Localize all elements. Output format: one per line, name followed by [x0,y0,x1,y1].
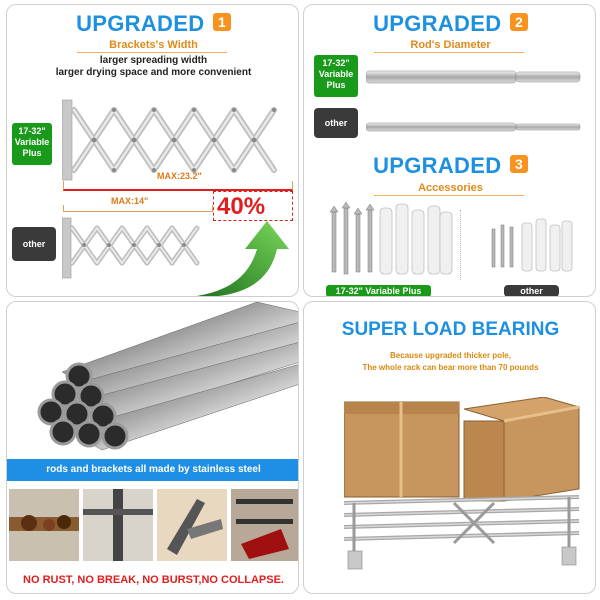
brackets-width-panel: UPGRADED 1 Brackets's Width larger sprea… [6,4,299,297]
percent-increase: 40% [217,193,266,220]
variable-plus-tag: 17-32" Variable Plus [12,123,52,165]
stainless-tubes-illustration [37,302,298,451]
broken-rack-photo [83,489,153,561]
growth-arrow-icon [196,221,289,296]
panel2-heading-accessories: UPGRADED 3 [304,153,595,179]
max-lower-label: MAX:14" [111,196,149,206]
no-rust-slogan: NO RUST, NO BREAK, NO BURST,NO COLLAPSE. [23,574,284,586]
max-upper-bracket-line [63,181,293,191]
collapsed-rack-photo [231,489,298,561]
accessories-divider [460,210,461,280]
accessories-subtitle: Accessories [418,182,483,194]
upgraded-title: UPGRADED [373,11,502,36]
extended-bracket-illustration [62,99,277,181]
max-upper-label: MAX:23.2" [157,171,202,181]
other-tag: other [314,108,358,138]
boxes-on-rack-illustration [344,397,580,570]
number-badge: 2 [509,13,528,31]
upgraded-title: UPGRADED [76,11,205,36]
load-bearing-title: SUPER LOAD BEARING [341,319,560,340]
other-tag: other [12,227,56,261]
subtitle-underline [77,52,227,53]
rod-comparison-illustration [366,70,581,132]
other-accessories-illustration [491,218,573,272]
rod-diameter-panel: UPGRADED 2 Rod's Diameter 17-32" Variabl… [303,4,596,297]
spreading-width-text: larger spreading width [99,55,208,66]
number-badge: 3 [509,155,528,173]
brackets-width-subtitle: Brackets's Width [109,39,198,51]
weight-capacity-text: The whole rack can bear more than 70 pou… [362,363,539,372]
variable-plus-tag: 17-32" Variable Plus [314,55,358,97]
rust-photo [9,489,79,561]
burst-bracket-photo [157,489,227,561]
panel2-heading: UPGRADED 2 [304,11,595,37]
stainless-steel-banner: rods and brackets all made by stainless … [7,459,298,481]
accessories-variable-plus-label: 17-32" Variable Plus [326,285,431,296]
standard-bracket-illustration [62,217,200,279]
drying-space-text: larger drying space and more convenient [55,67,252,78]
variable-plus-accessories-illustration [329,201,453,275]
load-bearing-panel: SUPER LOAD BEARING Because upgraded thic… [303,301,596,594]
number-badge: 1 [212,13,231,31]
percent-box [213,191,293,221]
upgraded-title: UPGRADED [373,153,502,178]
rod-diameter-subtitle: Rod's Diameter [410,39,491,51]
accessories-other-label: other [504,285,559,296]
subtitle-underline [374,52,524,53]
max-lower-bracket-line [63,205,213,212]
thicker-pole-text: Because upgraded thicker pole, [390,351,511,360]
panel1-heading: UPGRADED 1 [7,11,298,37]
stainless-steel-panel: rods and brackets all made by stainless … [6,301,299,594]
subtitle-underline [374,195,524,196]
